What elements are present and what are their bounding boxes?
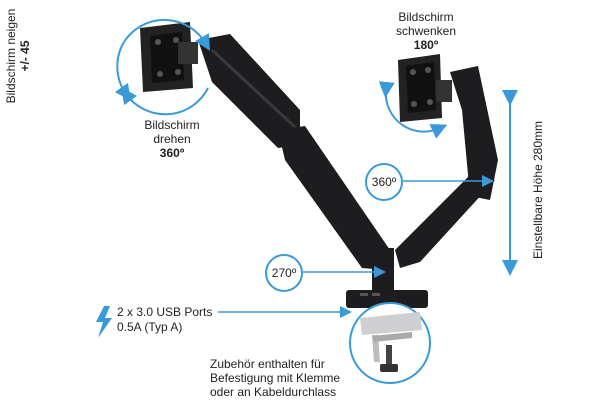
rotate-label-line2: drehen bbox=[153, 132, 191, 146]
lightning-bolt-icon bbox=[96, 306, 112, 338]
swivel-label-line1: Bildschirm bbox=[398, 10, 454, 24]
tilt-label-line2: +/- 45 bbox=[18, 40, 32, 72]
rotate-label: Bildschirm drehen 360º bbox=[132, 118, 212, 160]
rotate-arrows bbox=[114, 18, 210, 116]
rotate-label-line1: Bildschirm bbox=[144, 118, 200, 132]
left-arm bbox=[198, 34, 390, 270]
right-vesa-plate bbox=[398, 54, 452, 122]
usb-line2: 0.5A (Typ A) bbox=[117, 320, 183, 334]
swivel-label: Bildschirm schwenken 180º bbox=[386, 10, 466, 52]
clamp-detail bbox=[349, 302, 431, 384]
usb-line1: 2 x 3.0 USB Ports bbox=[117, 305, 213, 319]
tilt-label-line1: Bildschirm neigen bbox=[4, 8, 18, 104]
swivel-label-line3: 180º bbox=[413, 38, 439, 52]
accessories-line1: Zubehör enthalten für bbox=[210, 357, 325, 371]
left-vesa-plate bbox=[140, 22, 198, 92]
swivel-label-line2: schwenken bbox=[395, 24, 457, 38]
right-arm bbox=[395, 66, 498, 268]
accessories-line2: Befestigung mit Klemme bbox=[210, 371, 341, 385]
base-rotation-badge: 270º bbox=[265, 254, 303, 292]
usb-ports-label: 2 x 3.0 USB Ports 0.5A (Typ A) bbox=[117, 305, 212, 335]
pointer-lines bbox=[218, 175, 494, 318]
swivel-arrows bbox=[378, 81, 448, 139]
accessories-line3: oder an Kabeldurchlass bbox=[210, 385, 337, 399]
rotate-label-line3: 360º bbox=[159, 146, 185, 160]
accessories-label: Zubehör enthalten für Befestigung mit Kl… bbox=[210, 357, 340, 399]
arm-rotation-badge: 360º bbox=[365, 163, 403, 201]
